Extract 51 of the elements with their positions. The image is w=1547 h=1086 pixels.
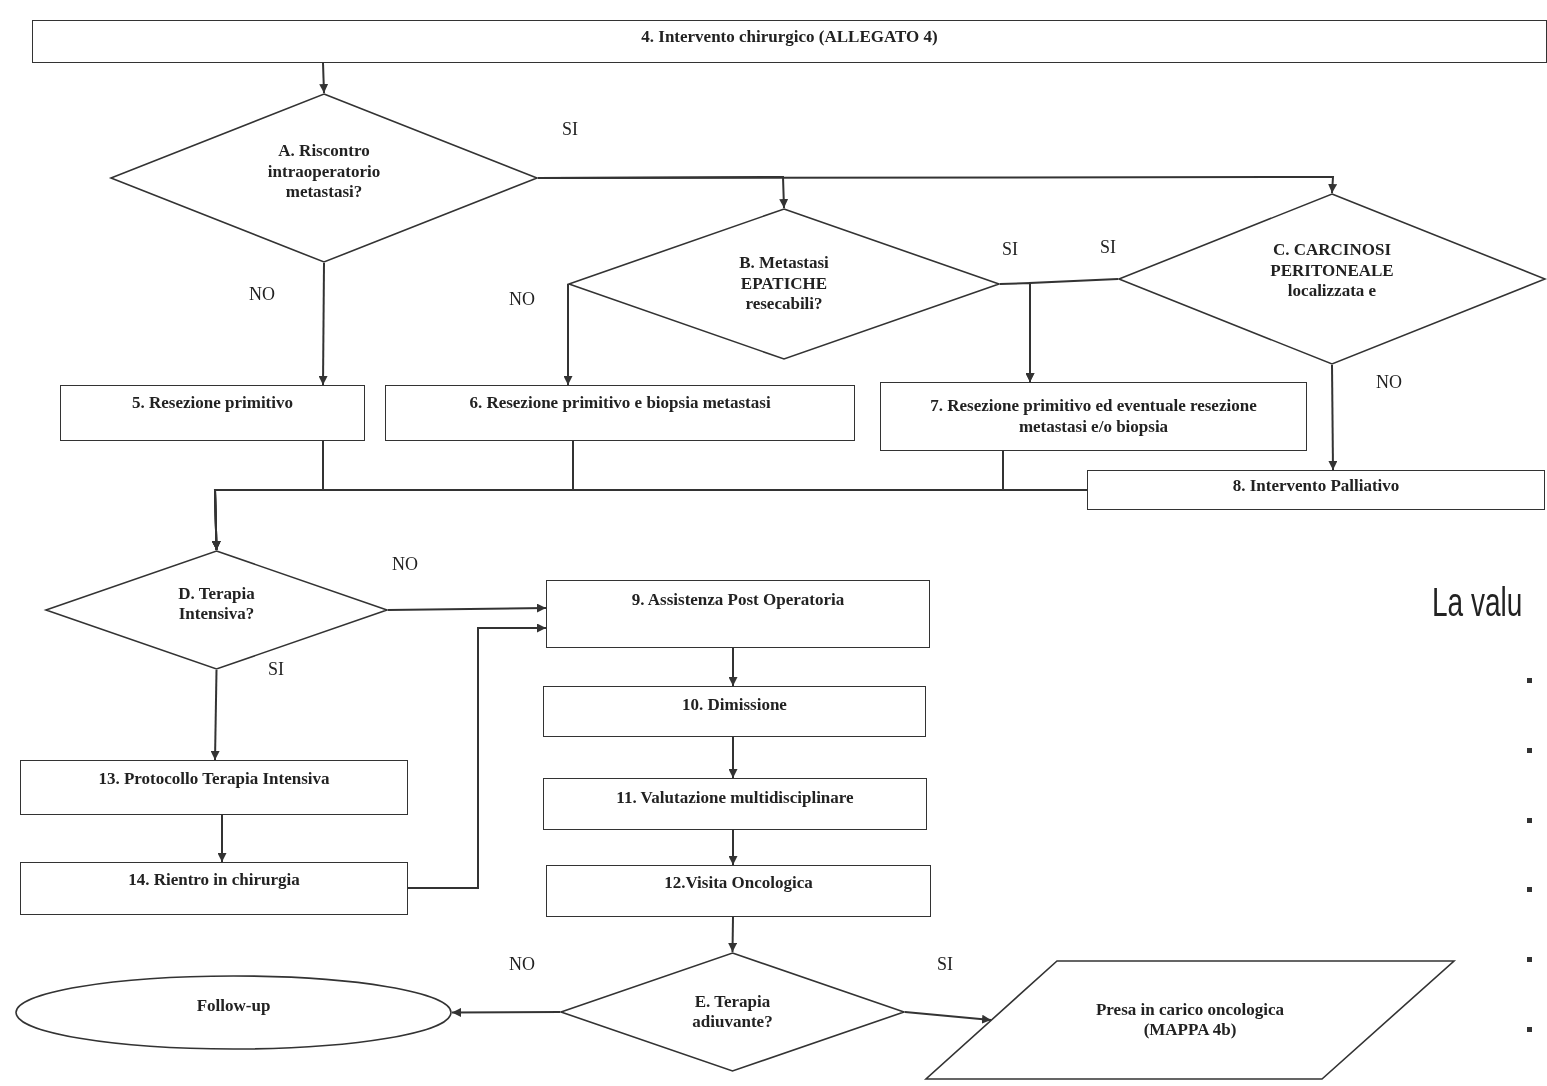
heading-fragment: La valu [1432, 580, 1523, 625]
arrow [319, 62, 329, 94]
arrow [728, 829, 738, 866]
process-box [32, 20, 1547, 63]
step-text: 11. Valutazione multidisciplinare [616, 787, 854, 809]
step-text: 12.Visita Oncologica [664, 872, 813, 894]
decision-diamond [560, 952, 905, 1072]
decision-text: C. CARCINOSI PERITONEALE localizzata e [1269, 240, 1395, 302]
step-text: Follow-up [196, 996, 271, 1017]
process-box [880, 382, 1307, 451]
decision-diamond [568, 208, 1000, 360]
arrow [318, 262, 328, 386]
arrow [904, 1011, 992, 1024]
decision-diamond [1118, 193, 1546, 365]
arrow [387, 603, 547, 613]
process-box [543, 686, 926, 737]
process-box [546, 580, 930, 648]
step-text: 8. Intervento Palliativo [1232, 475, 1400, 497]
decision-text: B. Metastasi EPATICHE resecabili? [738, 253, 830, 315]
step-text: 9. Assistenza Post Operatoria [631, 589, 845, 611]
terminal-ellipse [15, 975, 452, 1050]
decision-diamond [110, 93, 538, 263]
step-text: 7. Resezione primitivo ed eventuale resezione metastasi e/o biopsia [929, 396, 1258, 437]
arrow [728, 736, 738, 779]
step-text: Presa in carico oncologica (MAPPA 4b) [1094, 999, 1286, 1041]
process-box [1087, 470, 1545, 510]
arrow [407, 623, 547, 889]
arrow [1328, 364, 1338, 471]
step-text: 14. Rientro in chirurgia [128, 870, 300, 891]
arrow [217, 814, 227, 863]
arrow [451, 1007, 561, 1017]
arrow [211, 489, 1088, 551]
process-box [20, 862, 408, 915]
step-text: 13. Protocollo Terapia Intensiva [98, 769, 330, 790]
step-text: 10. Dimissione [682, 695, 787, 716]
process-box [385, 385, 855, 441]
step-text: 4. Intervento chirurgico (ALLEGATO 4) [641, 27, 938, 48]
step-text: 6. Resezione primitivo e biopsia metastasi [469, 392, 771, 414]
arrow [210, 669, 220, 761]
process-box [60, 385, 365, 441]
arrow [563, 283, 573, 386]
process-box [546, 865, 931, 917]
arrow [728, 647, 738, 687]
decision-text: D. Terapia Intensiva? [177, 583, 256, 625]
process-box [20, 760, 408, 815]
decision-text: A. Riscontro intraoperatorio metastasi? [266, 141, 382, 203]
step-text: 5. Resezione primitivo [132, 392, 293, 414]
process-box [543, 778, 927, 830]
arrow [1025, 278, 1119, 383]
arrow [728, 916, 738, 953]
decision-text: E. Terapia adiuvante? [691, 991, 774, 1033]
